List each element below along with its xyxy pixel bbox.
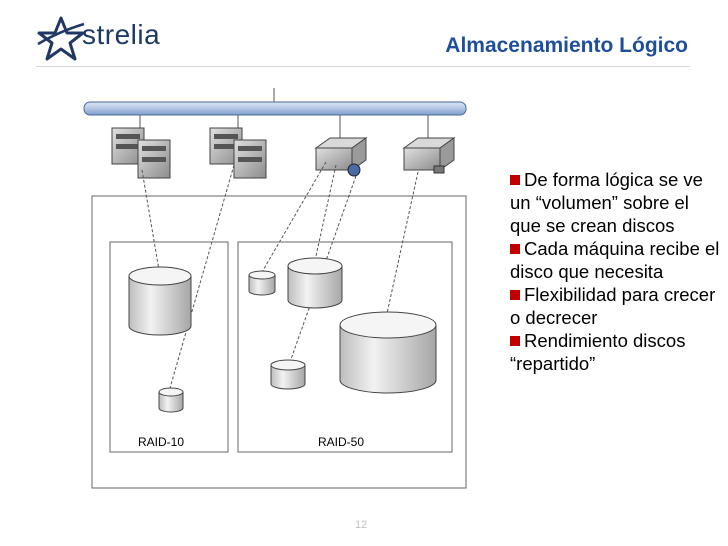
server-pair-2 [209,127,267,179]
disk-icon [158,387,184,413]
server-connectors [139,115,429,138]
bullet-square-icon [510,175,520,185]
star-logo-icon [37,16,85,61]
bullet-square-icon [510,244,520,254]
raid-10-label: RAID-10 [138,435,184,449]
network-bus [83,88,467,116]
server-4 [402,137,456,174]
disk-icon [128,266,192,336]
bullet-item: Rendimiento discos “repartido” [510,330,686,374]
disk-icon [248,270,276,296]
raid-50-label: RAID-50 [318,435,364,449]
volume-mapping-lines [141,161,419,389]
bullet-list: De forma lógica se ve un “volumen” sobre… [510,168,720,375]
server-3 [314,137,368,177]
disk-icon [339,311,437,394]
disk-icon [270,359,306,390]
bullet-item: Cada máquina recibe el disco que necesit… [510,238,720,282]
header-divider [36,66,690,67]
disk-icon [287,257,343,309]
page-number: 12 [355,519,368,531]
logo-text: strelia [82,19,161,50]
bullet-item: De forma lógica se ve un “volumen” sobre… [510,169,703,236]
page-title: Almacenamiento Lógico [445,34,688,57]
server-pair-1 [111,127,171,179]
strelia-logo [36,14,186,66]
bullet-item: Flexibilidad para crecer o decrecer [510,284,716,328]
bullet-square-icon [510,336,520,346]
bullet-square-icon [510,290,520,300]
